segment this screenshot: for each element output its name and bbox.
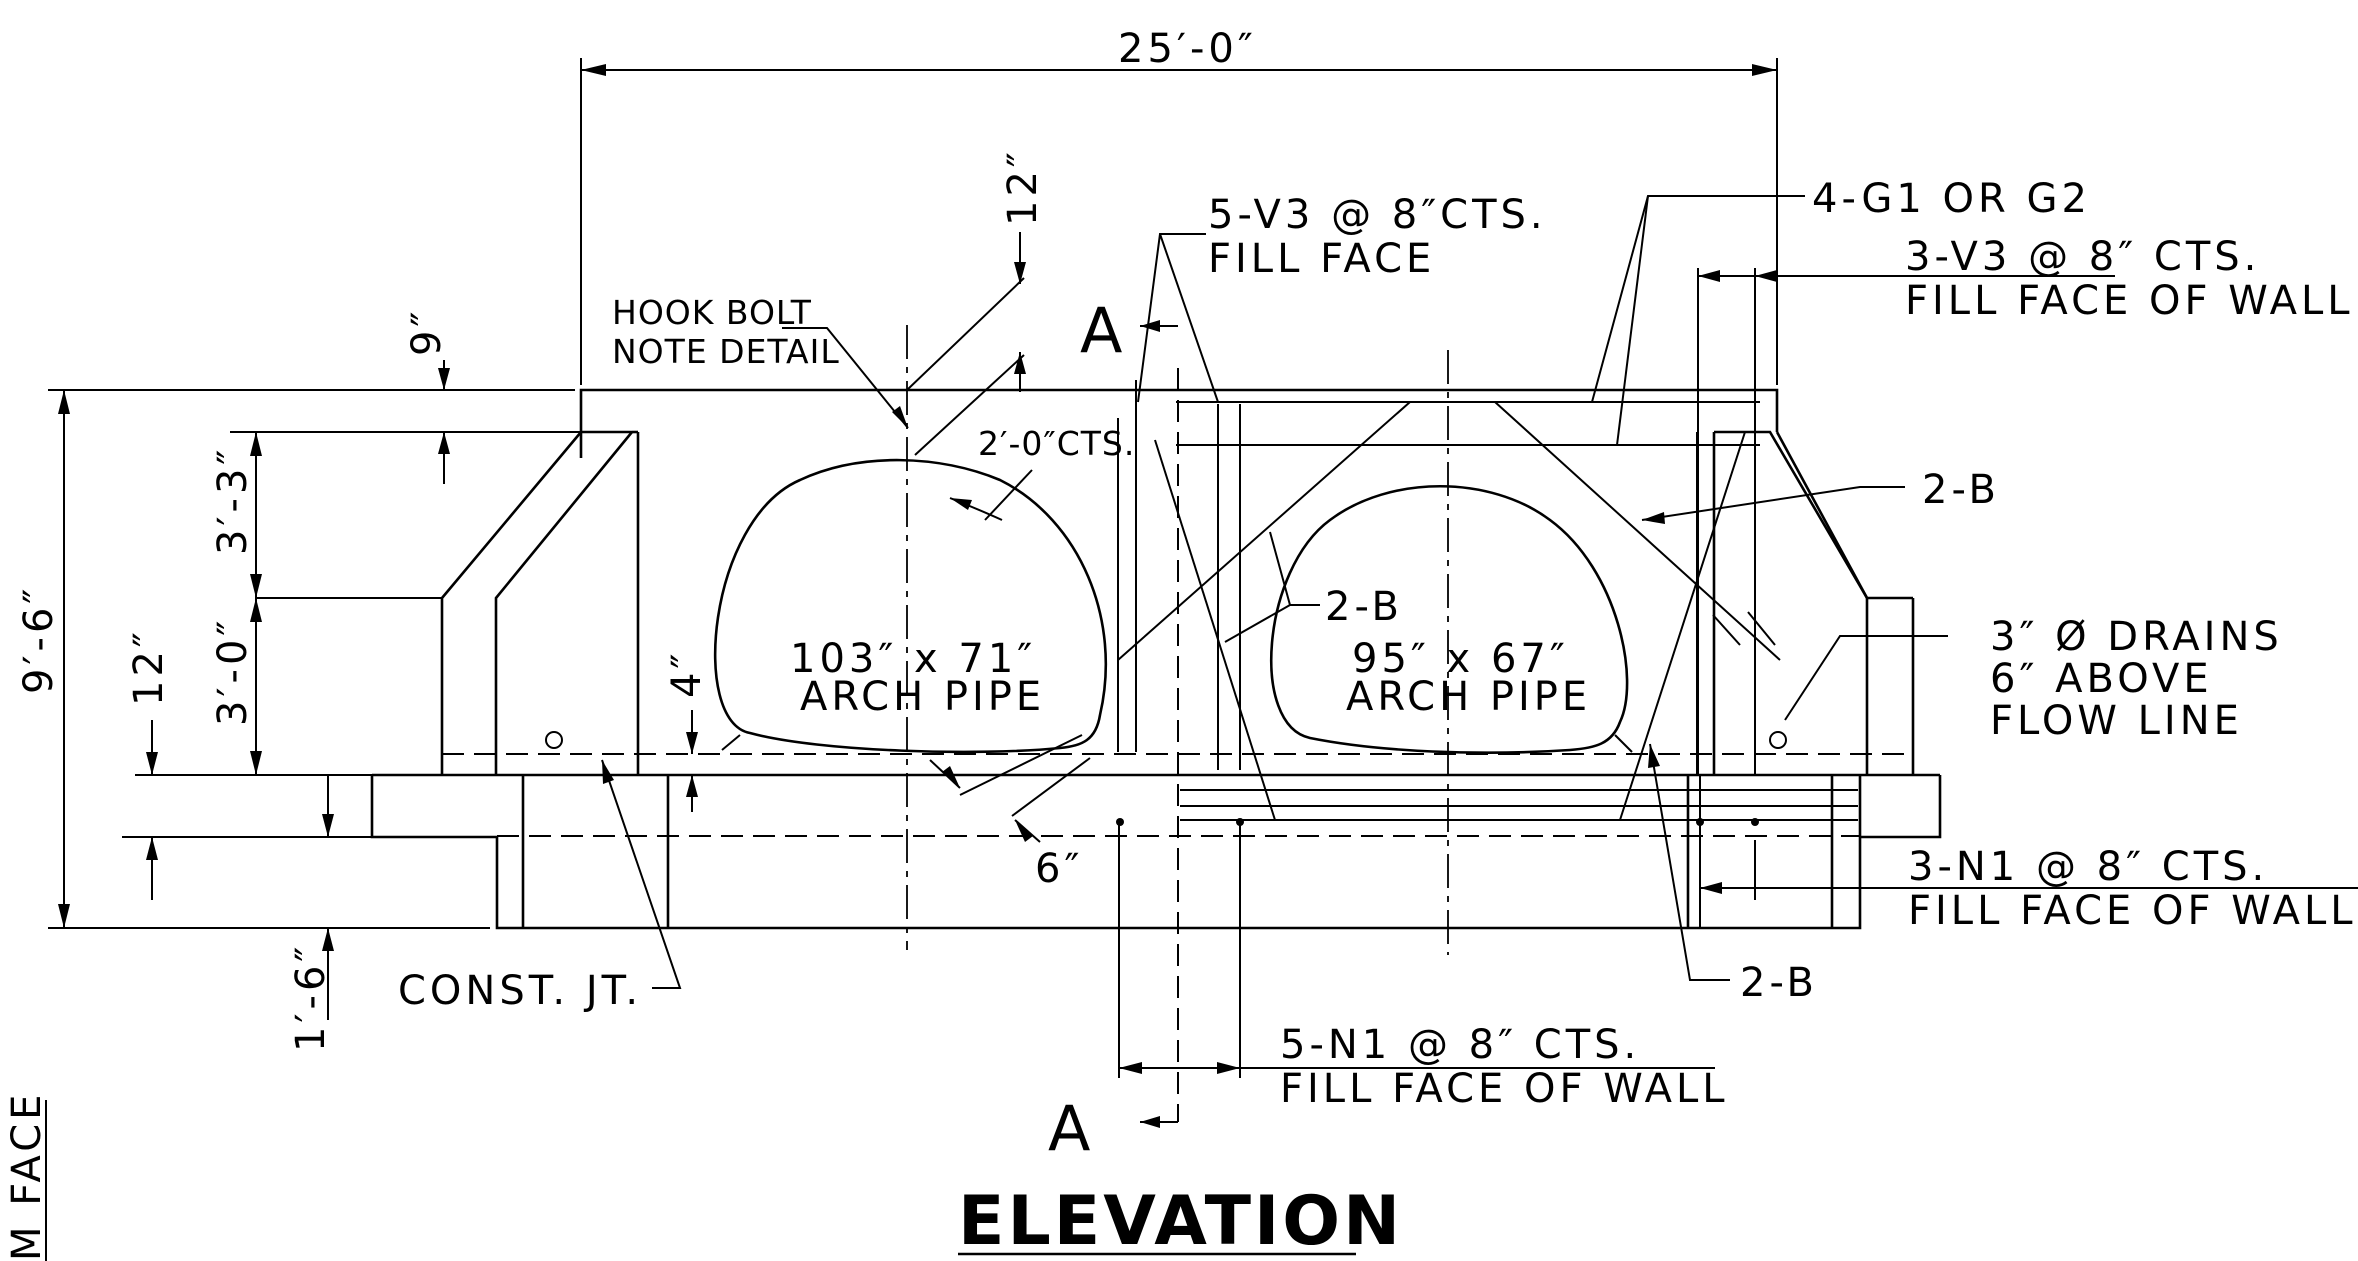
- arch-pipe-left: [713, 458, 1108, 754]
- callout-labels: HOOK BOLT NOTE DETAIL 5-V3 @ 8″CTS. FILL…: [4, 176, 2357, 1261]
- reinforcing-bars: [545, 268, 1858, 826]
- pipe-gap-label: 6″: [1035, 846, 1083, 892]
- n1-right-face-label: FILL FACE OF WALL: [1908, 888, 2357, 934]
- pipe-left-type: ARCH PIPE: [800, 674, 1045, 720]
- overall-width-label: 25′-0″: [1118, 26, 1257, 72]
- dimension-labels: 25′-0″ 9′-6″ 9″ 3′-3″ 3′-0″ 12″ 1′-6″ 12…: [16, 26, 1257, 1052]
- headwall-outline: [370, 388, 1942, 930]
- footing-depth-label: 1′-6″: [288, 943, 334, 1052]
- footing-step-label: 12″: [126, 628, 172, 706]
- leader-lines: [601, 195, 1948, 1128]
- n1-bottom-face-label: FILL FACE OF WALL: [1280, 1066, 1729, 1112]
- b-middle-label: 2-B: [1325, 584, 1403, 630]
- top-slab-label: 9″: [404, 308, 450, 356]
- drains-above-label: 6″ ABOVE: [1990, 656, 2213, 702]
- edge-face-label: M FACE: [4, 1091, 50, 1261]
- centerlines: [906, 325, 1449, 955]
- drains-label: 3″ Ø DRAINS: [1990, 614, 2283, 660]
- arch-pipe-right: [1269, 484, 1629, 754]
- wall-upper-label: 3′-0″: [210, 617, 256, 726]
- v3-right-face-label: FILL FACE OF WALL: [1905, 278, 2354, 324]
- section-mark-top: A: [1080, 294, 1122, 367]
- b-right-top-label: 2-B: [1922, 467, 2000, 513]
- v3-right-label: 3-V3 @ 8″ CTS.: [1905, 234, 2260, 280]
- const-joint-label: CONST. JT.: [398, 968, 642, 1014]
- n1-bottom-label: 5-N1 @ 8″ CTS.: [1280, 1022, 1640, 1068]
- b-bottom-label: 2-B: [1740, 960, 1818, 1006]
- v3-left-face-label: FILL FACE: [1208, 236, 1435, 282]
- pipe-labels: 103″ x 71″ ARCH PIPE 95″ x 67″ ARCH PIPE: [790, 636, 1591, 720]
- haunch-label: 3′-3″: [210, 446, 256, 555]
- overall-height-label: 9′-6″: [16, 585, 62, 694]
- n1-right-label: 3-N1 @ 8″ CTS.: [1908, 844, 2268, 890]
- pipe-right-type: ARCH PIPE: [1346, 674, 1591, 720]
- invert-offset-label: 4″: [664, 650, 710, 698]
- hidden-lines: [442, 368, 1913, 1122]
- bolt-spacing-label: 12″: [1000, 148, 1046, 226]
- drains-flow-label: FLOW LINE: [1990, 698, 2243, 744]
- title-block: ELEVATION: [958, 1182, 1403, 1261]
- v3-left-label: 5-V3 @ 8″CTS.: [1208, 192, 1547, 238]
- drawing-title: ELEVATION: [958, 1182, 1403, 1261]
- g-bars-label: 4-G1 OR G2: [1812, 176, 2091, 222]
- hook-bolt-label: HOOK BOLT: [612, 293, 812, 332]
- hook-bolt-detail-label: NOTE DETAIL: [612, 332, 840, 371]
- hook-spacing-label: 2′-0″CTS.: [978, 424, 1135, 463]
- pipe-right-size: 95″ x 67″: [1352, 636, 1569, 682]
- section-mark-bottom: A: [1048, 1092, 1090, 1165]
- pipe-left-size: 103″ x 71″: [790, 636, 1036, 682]
- dimension-lines: [48, 58, 2358, 1078]
